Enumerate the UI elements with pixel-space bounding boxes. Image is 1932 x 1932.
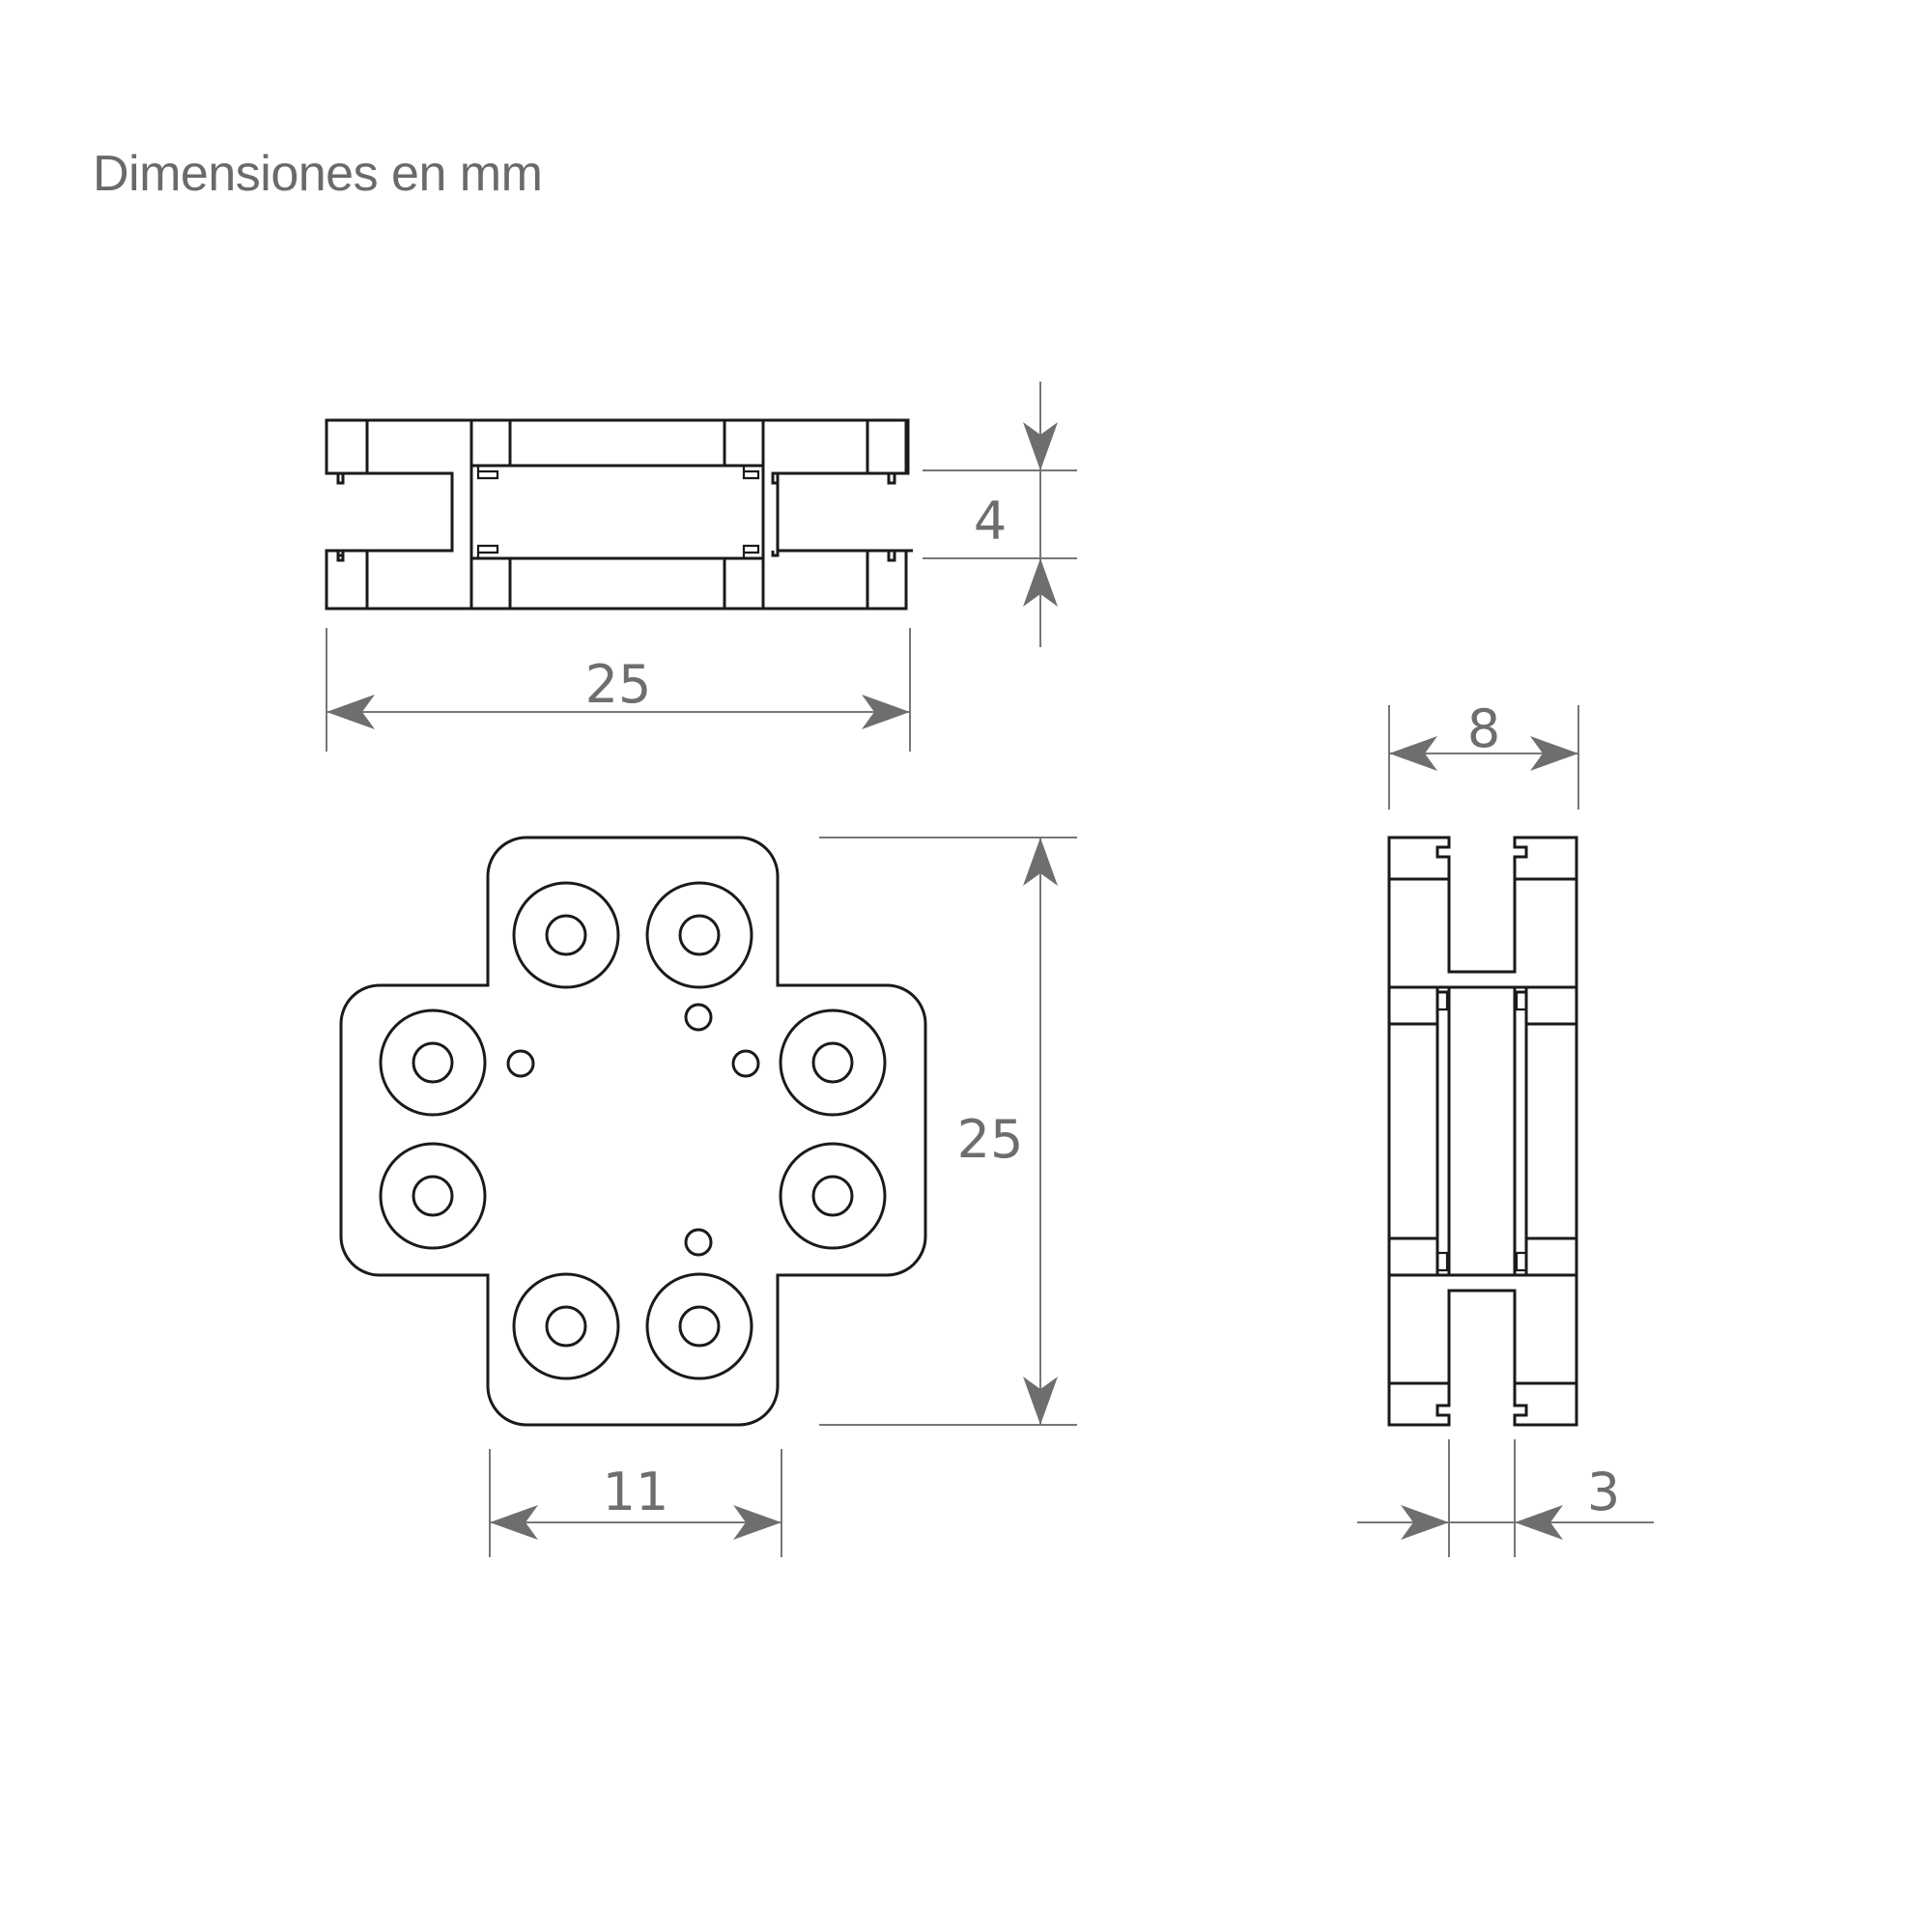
mounting-holes [506, 1003, 760, 1257]
dim-side-slot: 3 [1357, 1439, 1654, 1557]
contact-pad [512, 881, 620, 989]
arrow-left-icon [327, 695, 375, 729]
contact-pad-hole [811, 1041, 854, 1084]
contact-pad-ring [379, 1142, 487, 1250]
contact-pad-hole [545, 914, 587, 956]
top-view [325, 418, 913, 611]
arrow-left-icon [1389, 736, 1437, 771]
arrow-right-icon [862, 695, 910, 729]
contact-pad-ring [645, 1272, 753, 1380]
dim-label-3: 3 [1587, 1462, 1620, 1522]
side-view [1387, 836, 1578, 1427]
arrow-up-icon [1023, 838, 1058, 886]
contact-pad-hole [412, 1041, 454, 1084]
arrow-right-icon [1401, 1505, 1449, 1540]
mounting-hole [684, 1003, 713, 1032]
arrow-up-icon [1023, 558, 1058, 607]
arrow-right-icon [733, 1505, 781, 1540]
contact-pad [512, 1272, 620, 1380]
contact-pad [379, 1142, 487, 1250]
drawing-title: Dimensiones en mm [93, 146, 543, 202]
contact-pad-ring [379, 1009, 487, 1117]
arrow-down-icon [1023, 1377, 1058, 1425]
contact-pad-hole [545, 1305, 587, 1348]
dim-top-height: 4 [923, 382, 1077, 647]
dim-label-4: 4 [974, 491, 1007, 552]
contact-pad-ring [512, 1272, 620, 1380]
arrow-down-icon [1023, 422, 1058, 470]
dim-front-inner-width: 11 [489, 1449, 782, 1557]
mounting-hole [506, 1049, 535, 1078]
contact-pad [645, 881, 753, 989]
contact-pads [379, 881, 887, 1380]
dim-label-25-top: 25 [585, 654, 652, 715]
contact-pad [779, 1009, 887, 1117]
contact-pad-hole [811, 1175, 854, 1217]
contact-pad-ring [645, 881, 753, 989]
dim-front-height: 25 [819, 837, 1077, 1426]
mounting-hole [684, 1228, 713, 1257]
contact-pad [779, 1142, 887, 1250]
contact-pad-hole [678, 1305, 721, 1348]
contact-pad [379, 1009, 487, 1117]
arrow-left-icon [1515, 1505, 1563, 1540]
contact-pad [645, 1272, 753, 1380]
arrow-left-icon [490, 1505, 538, 1540]
front-view [339, 836, 927, 1427]
dim-label-11: 11 [603, 1462, 669, 1522]
dim-label-8: 8 [1467, 698, 1500, 759]
contact-pad-hole [412, 1175, 454, 1217]
contact-pad-ring [512, 881, 620, 989]
arrow-right-icon [1530, 736, 1578, 771]
contact-pad-ring [779, 1009, 887, 1117]
contact-pad-hole [678, 914, 721, 956]
contact-pad-ring [779, 1142, 887, 1250]
dim-top-width: 25 [326, 628, 911, 752]
dim-side-width: 8 [1388, 698, 1579, 810]
dim-label-25-front: 25 [957, 1109, 1024, 1170]
mounting-hole [731, 1049, 760, 1078]
